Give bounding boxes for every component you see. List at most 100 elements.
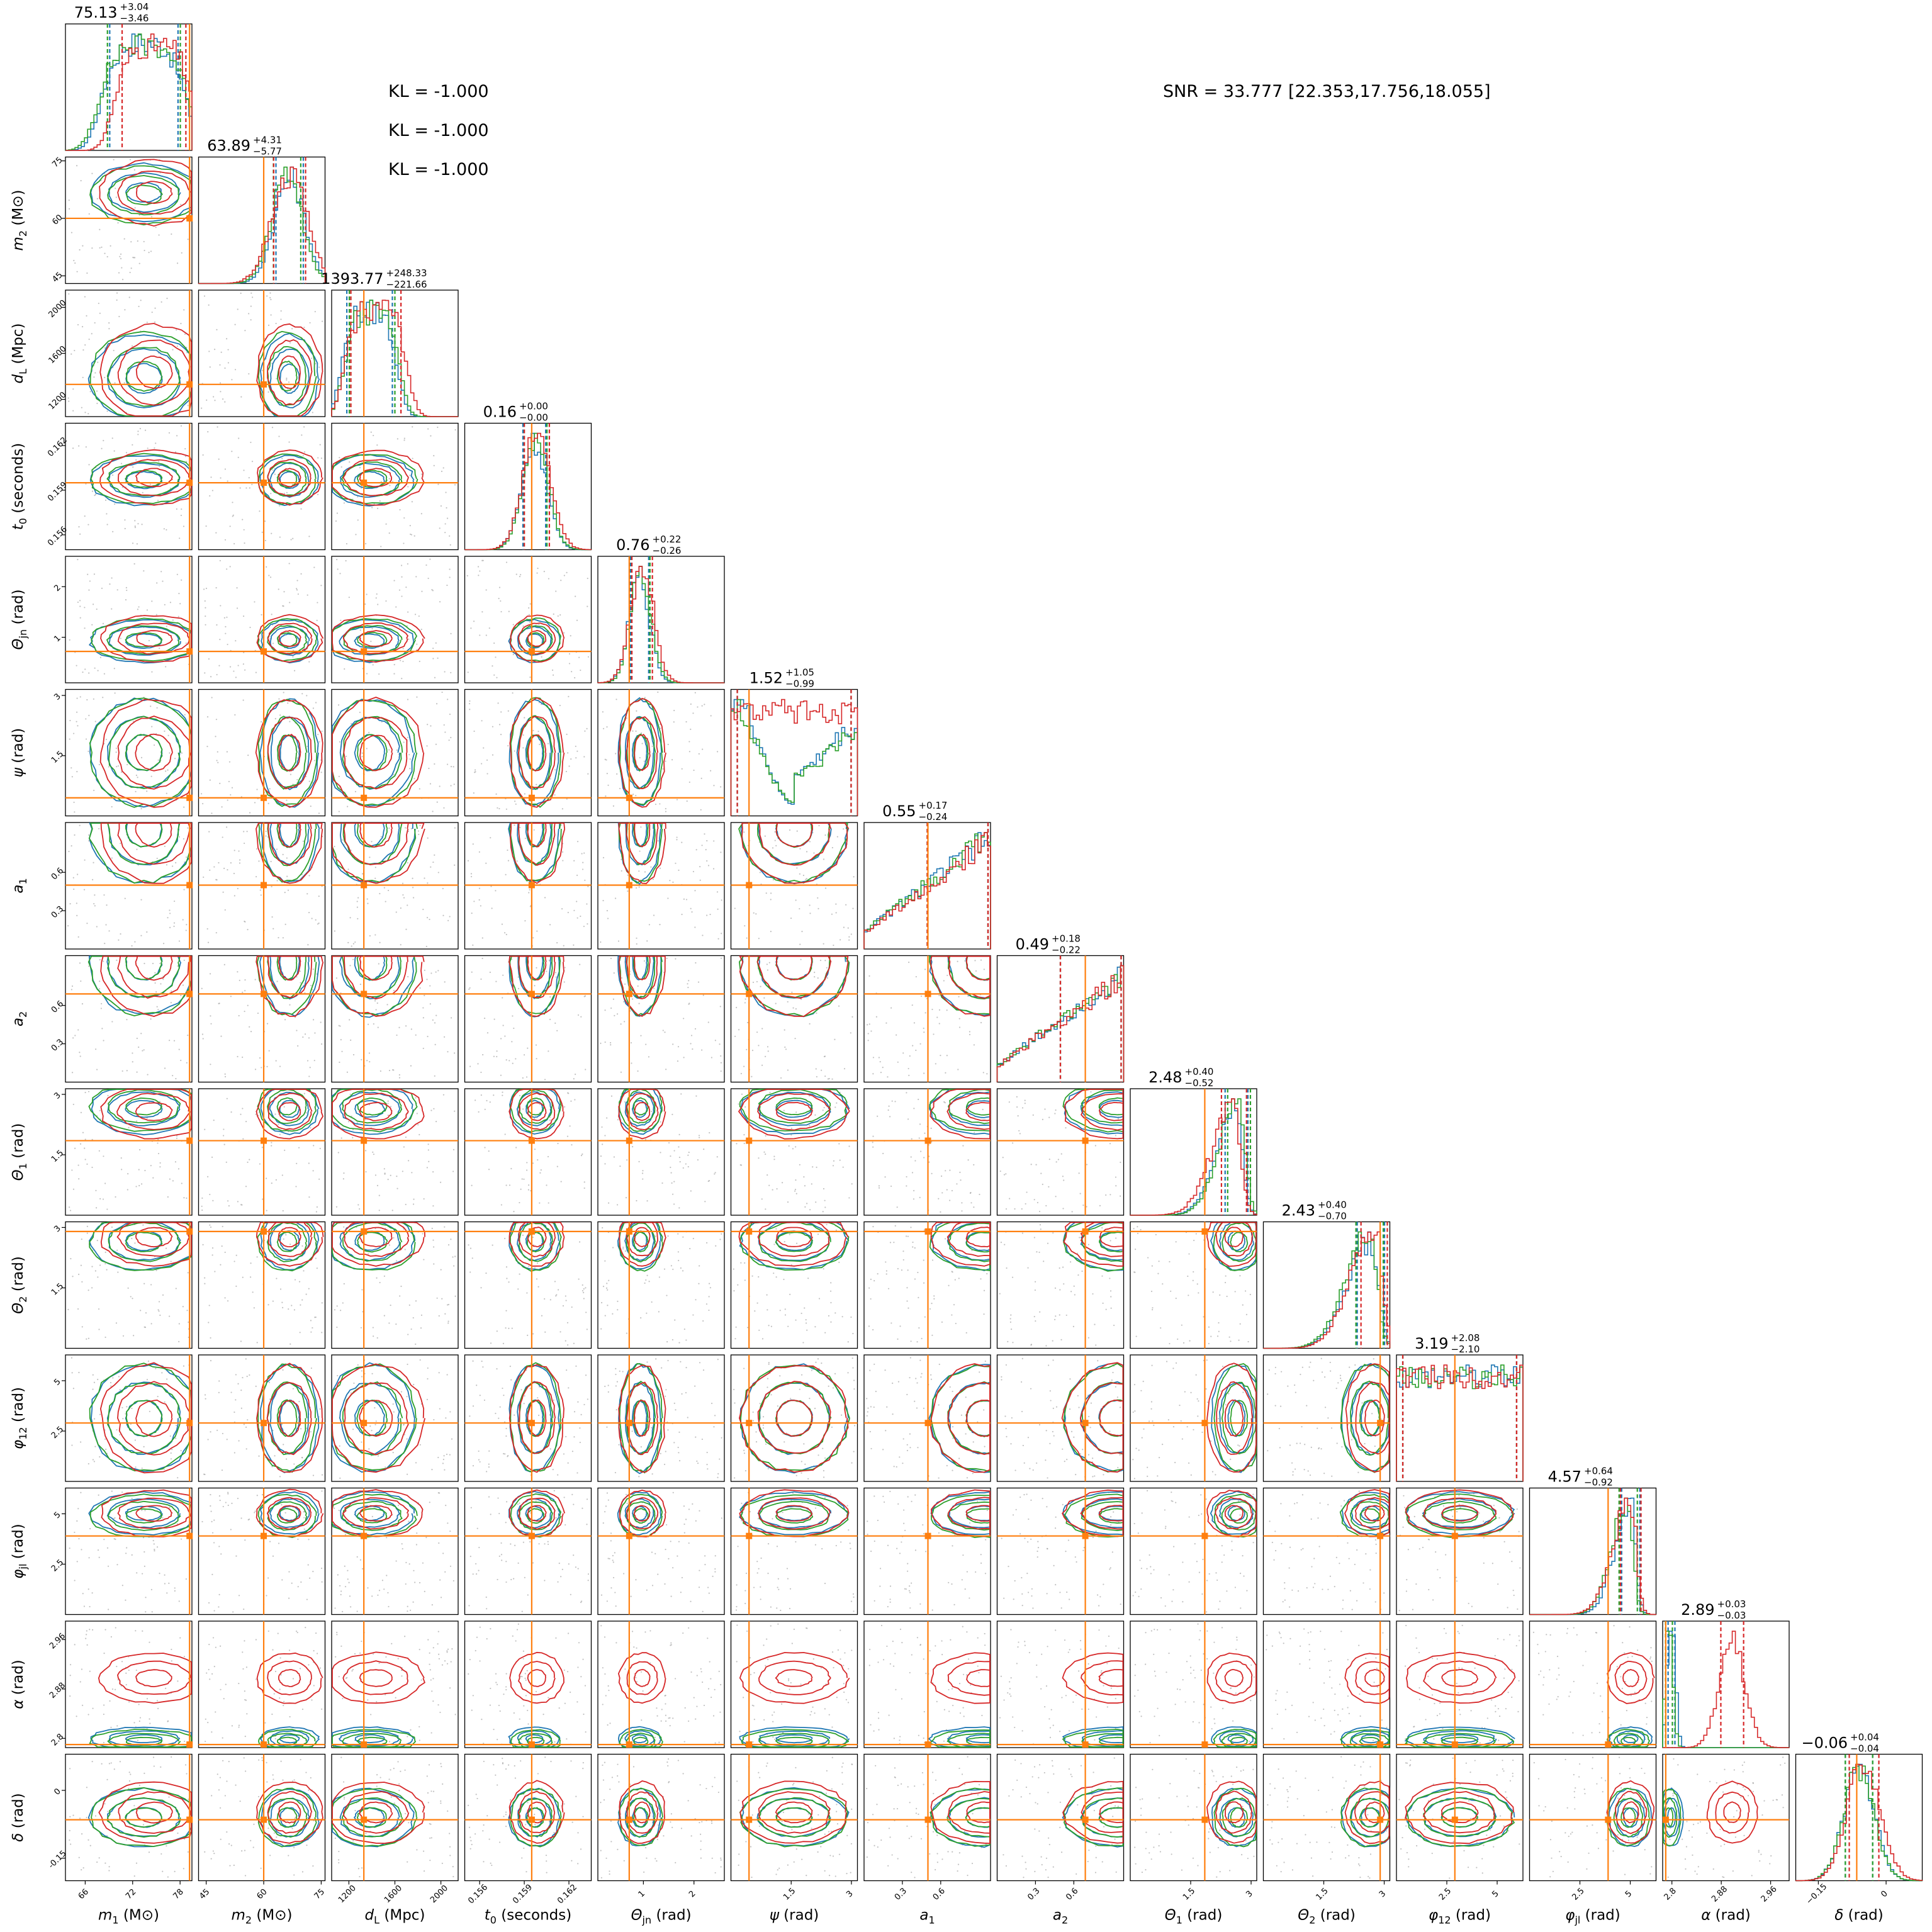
sample-dot <box>72 447 74 449</box>
sample-dot <box>91 247 93 249</box>
sample-dot <box>977 1421 979 1423</box>
sample-dot <box>832 1387 834 1389</box>
contour-series-2 <box>100 823 192 884</box>
sample-dot <box>276 848 278 850</box>
sample-dot <box>960 1179 962 1181</box>
sample-dot <box>237 887 239 890</box>
sample-dot <box>784 1308 786 1310</box>
sample-dot <box>373 1335 374 1337</box>
sample-dot <box>433 1418 435 1421</box>
sample-dot <box>156 582 158 584</box>
sample-dot <box>1320 1357 1322 1359</box>
sample-dot <box>243 1609 245 1610</box>
sample-dot <box>267 391 269 393</box>
sample-dot <box>541 656 542 658</box>
sample-dot <box>640 826 642 828</box>
sample-dot <box>308 780 310 782</box>
sample-dot <box>392 1403 394 1405</box>
sample-dot <box>377 1026 379 1028</box>
sample-dot <box>449 535 451 537</box>
sample-dot <box>480 905 481 907</box>
sample-dot <box>1188 1253 1190 1255</box>
sample-dot <box>398 589 401 591</box>
truth-marker <box>746 882 753 889</box>
sample-dot <box>283 692 284 694</box>
sample-dot <box>490 1342 492 1344</box>
sample-dot <box>583 756 585 758</box>
sample-dot <box>949 1386 951 1388</box>
sample-dot <box>1033 1316 1035 1318</box>
contour-series-2 <box>136 630 173 647</box>
contour-series-2 <box>776 1227 814 1247</box>
sample-dot <box>423 1259 425 1261</box>
sample-dot <box>951 1271 953 1272</box>
sample-dot <box>762 1427 765 1429</box>
sample-dot <box>923 1259 924 1261</box>
sample-dot <box>944 1238 946 1240</box>
sample-dot <box>631 1146 634 1148</box>
contour-series-2 <box>618 955 666 1017</box>
truth-marker <box>1082 1420 1089 1427</box>
sample-dot <box>439 527 441 529</box>
sample-dot <box>157 1138 159 1140</box>
sample-dot <box>909 1433 911 1435</box>
sample-dot <box>297 1586 299 1588</box>
sample-dot <box>695 849 697 851</box>
sample-dot <box>211 1156 213 1158</box>
sample-dot <box>410 534 413 536</box>
contour-series-0 <box>106 716 181 789</box>
sample-dot <box>86 315 87 317</box>
sample-dot <box>555 976 557 978</box>
sample-dot <box>663 1463 666 1466</box>
sample-dot <box>407 486 409 488</box>
sample-dot <box>823 858 825 860</box>
sample-dot <box>218 1546 220 1547</box>
sample-dot <box>82 245 84 247</box>
sample-dot <box>243 831 245 833</box>
sample-dot <box>232 514 234 516</box>
sample-dot <box>383 1315 385 1317</box>
sample-dot <box>146 790 148 792</box>
sample-dot <box>403 1424 405 1426</box>
sample-dot <box>467 860 469 862</box>
sample-dot <box>616 773 618 775</box>
sample-dot <box>339 573 341 575</box>
contour-series-2 <box>359 1227 393 1247</box>
sample-dot <box>576 901 578 902</box>
sample-dot <box>225 626 227 627</box>
sample-dot <box>105 738 108 741</box>
sample-dot <box>169 1040 171 1042</box>
contour-series-1 <box>1350 1380 1390 1456</box>
sample-dot <box>336 1305 338 1307</box>
sample-dot <box>80 1264 82 1266</box>
sample-dot <box>673 1181 675 1182</box>
sample-dot <box>1001 1379 1003 1381</box>
sample-dot <box>238 850 240 852</box>
sample-dot <box>655 1358 657 1360</box>
sample-dot <box>68 400 70 402</box>
sample-dot <box>87 1289 89 1291</box>
sample-dot <box>426 1398 429 1400</box>
contour-series-0 <box>87 334 192 417</box>
sample-dot <box>853 876 855 878</box>
contour-series-2 <box>256 823 323 884</box>
sample-dot <box>104 1263 106 1265</box>
sample-dot <box>269 1398 271 1400</box>
sample-dot <box>442 1094 445 1096</box>
sample-dot <box>1010 1314 1012 1316</box>
sample-dot <box>698 1283 700 1284</box>
sample-dot <box>627 890 629 892</box>
sample-dot <box>933 1033 935 1035</box>
sample-dot <box>298 1147 300 1149</box>
sample-dot <box>678 1207 680 1209</box>
sample-dot <box>432 1019 434 1021</box>
sample-dot <box>497 807 498 809</box>
sample-dot <box>715 1245 717 1247</box>
panel-frame <box>65 1354 193 1482</box>
sample-dot <box>364 782 366 784</box>
sample-dot <box>566 798 568 800</box>
panel-frame <box>65 1487 193 1615</box>
sample-dot <box>580 1016 582 1018</box>
sample-dot <box>131 1554 133 1556</box>
sample-dot <box>906 1444 908 1446</box>
